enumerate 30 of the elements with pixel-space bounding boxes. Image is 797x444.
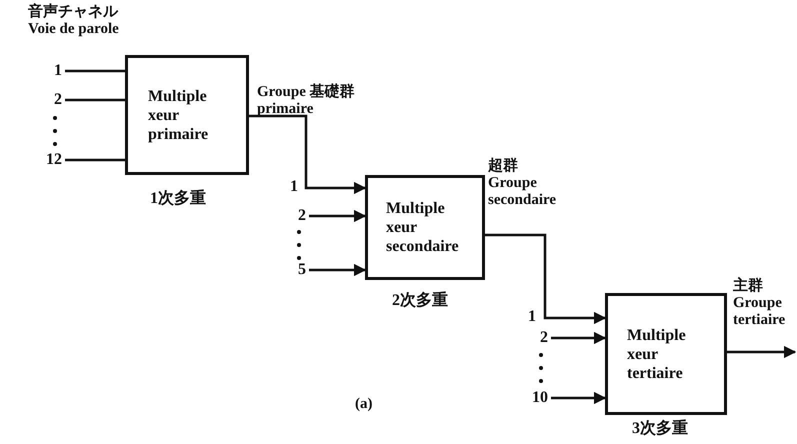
port-number: 10 — [522, 388, 548, 408]
multiplexer-box — [125, 55, 249, 175]
port-number: 5 — [288, 260, 306, 280]
port-number: 1 — [289, 178, 298, 195]
heading-label: 音声チャネル Voie de parole — [28, 4, 120, 38]
arrow — [249, 114, 366, 194]
port-number: 2 — [288, 206, 306, 226]
stage-caption: 3次多重 — [632, 420, 688, 437]
figure-caption: (a) — [355, 396, 372, 413]
edge-label: 主群 Groupe tertiaire — [733, 278, 786, 329]
port-number: 2 — [44, 90, 62, 110]
multiplexer-label: Multiple xeur secondaire — [386, 199, 460, 256]
multiplexer-label: Multiple xeur primaire — [148, 86, 210, 144]
arrow — [551, 392, 606, 404]
stage-caption: 2次多重 — [392, 292, 448, 309]
arrow — [309, 264, 366, 276]
port-number: 2 — [530, 328, 548, 348]
arrow — [551, 332, 606, 344]
multiplexer-box — [605, 293, 727, 415]
port-number: 1 — [44, 61, 62, 81]
multiplexer-box — [365, 175, 485, 280]
arrow — [485, 234, 606, 324]
arrow — [727, 346, 796, 358]
port-number: 1 — [527, 308, 536, 325]
edge-label: Groupe 基礎群 primaire — [257, 84, 356, 118]
stage-caption: 1次多重 — [150, 190, 206, 207]
edge-label: 超群 Groupe secondaire — [488, 158, 558, 209]
port-number: 12 — [38, 150, 62, 170]
arrow — [309, 210, 366, 222]
multiplexer-label: Multiple xeur tertiaire — [627, 326, 687, 382]
